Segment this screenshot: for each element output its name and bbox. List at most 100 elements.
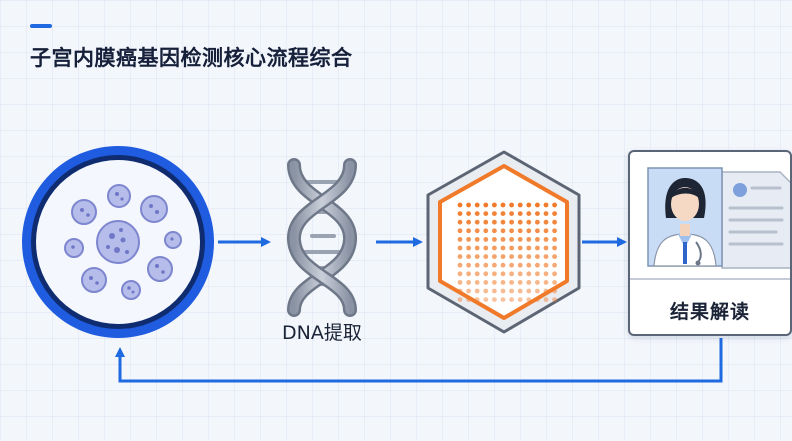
chip-dot xyxy=(474,262,480,268)
chip-dot xyxy=(517,202,523,208)
chip-dot xyxy=(492,280,497,285)
chip-dot xyxy=(500,271,506,277)
chip-dot xyxy=(517,297,523,302)
chip-dot xyxy=(526,271,532,277)
chip-dot xyxy=(483,202,489,208)
chip-dot xyxy=(526,228,532,234)
chip-dot xyxy=(500,297,506,302)
chip-dot xyxy=(526,288,532,294)
chip-dot xyxy=(543,280,549,285)
chip-dot xyxy=(517,280,523,285)
chip-dot xyxy=(535,262,540,268)
chip-dot xyxy=(483,280,489,285)
chip-dot xyxy=(500,202,506,208)
chip-dot xyxy=(535,228,540,234)
chip-dot xyxy=(466,297,471,302)
chip-dot xyxy=(483,297,489,302)
chip-dot xyxy=(483,288,489,294)
chip-dot xyxy=(474,228,480,234)
chip-dot xyxy=(552,211,557,217)
result-card: 结果解读 xyxy=(628,150,792,336)
card-divider xyxy=(630,278,790,280)
chip-dot xyxy=(457,271,463,277)
chip-dot xyxy=(509,219,514,225)
chip-dot xyxy=(526,211,532,217)
chip-dot xyxy=(474,254,480,259)
chip-dot xyxy=(517,271,523,277)
chip-dot xyxy=(543,211,549,217)
chip-dot xyxy=(483,228,489,234)
chip-dot xyxy=(474,211,480,217)
chip-dot xyxy=(552,219,557,225)
chip-dot xyxy=(517,228,523,234)
chip-dot xyxy=(474,271,480,277)
chip-dot xyxy=(526,262,532,268)
chip-dot xyxy=(535,271,540,277)
chip-dot xyxy=(492,262,497,268)
chip-dot xyxy=(509,254,514,259)
chip-dot xyxy=(509,280,514,285)
chip-dot xyxy=(509,288,514,294)
chip-dot xyxy=(535,288,540,294)
chip-dot xyxy=(466,288,471,294)
chip-dot xyxy=(552,228,557,234)
chip-dot xyxy=(492,211,497,217)
gene-chip-icon xyxy=(426,150,581,334)
chip-dot xyxy=(552,288,557,294)
chip-dot xyxy=(466,211,471,217)
chip-dot xyxy=(457,288,463,294)
chip-dot xyxy=(552,297,557,302)
chip-dot xyxy=(492,237,497,242)
chip-dot xyxy=(509,228,514,234)
result-interpretation-label: 结果解读 xyxy=(669,301,750,323)
chip-dot xyxy=(492,228,497,234)
chip-dot xyxy=(543,262,549,268)
chip-dot xyxy=(500,228,506,234)
chip-dot xyxy=(466,262,471,268)
chip-dot xyxy=(457,297,463,302)
chip-dot xyxy=(483,237,489,242)
chip-dot xyxy=(517,237,523,242)
chip-dot xyxy=(509,211,514,217)
chip-dot xyxy=(535,202,540,208)
chip-dot xyxy=(483,211,489,217)
chip-dot xyxy=(500,262,506,268)
chip-dot xyxy=(535,211,540,217)
chip-dot xyxy=(457,254,463,259)
chip-dot xyxy=(535,219,540,225)
chip-dot xyxy=(526,237,532,242)
chip-dot xyxy=(543,228,549,234)
chip-dot xyxy=(509,297,514,302)
chip-dot xyxy=(517,211,523,217)
chip-dot xyxy=(526,202,532,208)
chip-dot xyxy=(474,297,480,302)
chip-dot xyxy=(552,237,557,242)
chip-dot xyxy=(517,262,523,268)
chip-dot xyxy=(526,219,532,225)
chip-dot xyxy=(466,202,471,208)
chip-dot xyxy=(466,219,471,225)
chip-dot xyxy=(492,202,497,208)
chip-dot xyxy=(457,219,463,225)
chip-dot xyxy=(526,280,532,285)
chip-dot xyxy=(500,254,506,259)
chip-dot xyxy=(543,254,549,259)
chip-dot xyxy=(526,297,532,302)
chip-dot xyxy=(517,219,523,225)
chip-dot xyxy=(474,237,480,242)
chip-dot xyxy=(543,202,549,208)
chip-dot xyxy=(526,245,532,251)
chip-dot xyxy=(500,288,506,294)
chip-dot xyxy=(509,202,514,208)
chip-dot xyxy=(474,245,480,251)
chip-dot xyxy=(552,280,557,285)
chip-dot xyxy=(535,280,540,285)
chip-dot xyxy=(552,262,557,268)
chip-dot xyxy=(500,245,506,251)
chip-dot xyxy=(543,297,549,302)
feedback-arrow xyxy=(115,338,723,383)
chip-dot xyxy=(543,245,549,251)
dna-helix-icon xyxy=(287,158,357,317)
chip-dot xyxy=(474,288,480,294)
chip-dot xyxy=(509,271,514,277)
